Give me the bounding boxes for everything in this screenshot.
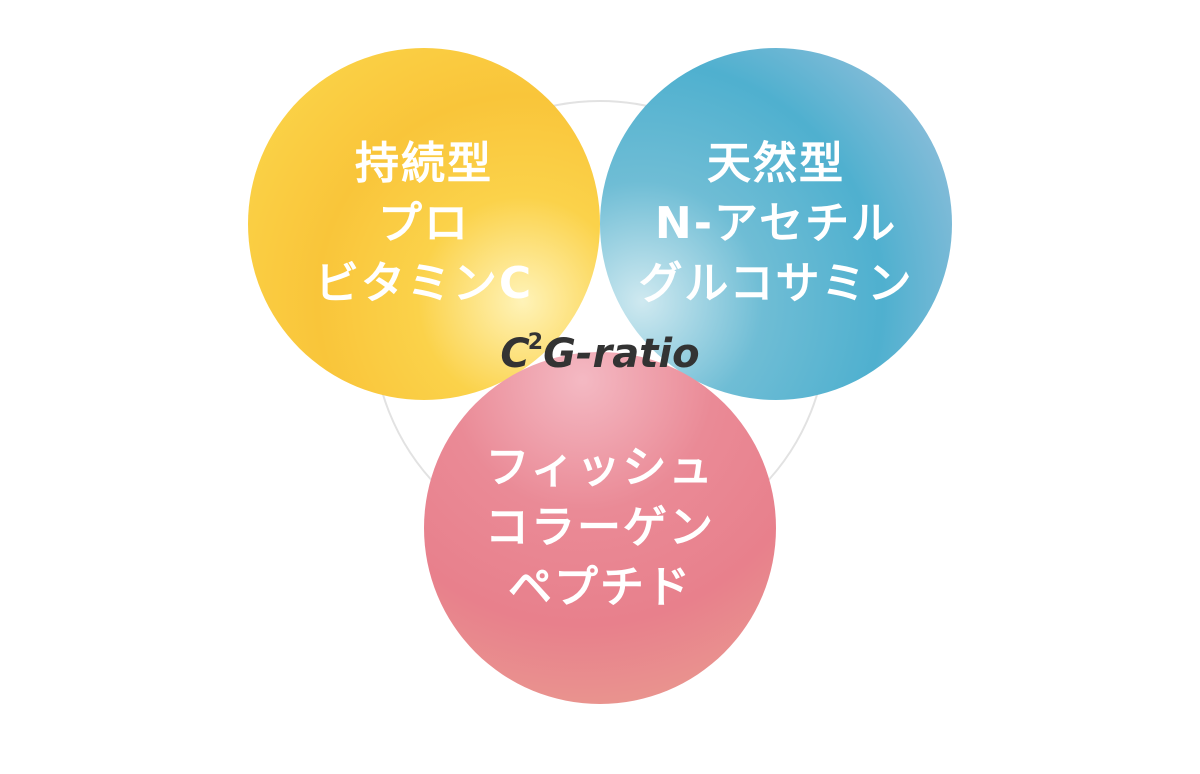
- center-label: C2G-ratio: [0, 330, 1200, 377]
- circle-label-line: プロ: [378, 198, 470, 249]
- circle-label-line: ペプチド: [508, 562, 692, 613]
- circle-vitamin-c: 持続型 プロ ビタミンC: [248, 48, 600, 400]
- center-label-superscript: 2: [527, 330, 544, 355]
- circle-glucosamine: 天然型 N-アセチル グルコサミン: [600, 48, 952, 400]
- circle-collagen: フィッシュ コラーゲン ペプチド: [424, 352, 776, 704]
- circle-label-line: 持続型: [355, 138, 493, 189]
- circle-label-line: ビタミンC: [314, 258, 534, 309]
- circle-label-line: N-アセチル: [654, 198, 898, 249]
- center-label-rest: G-ratio: [543, 331, 700, 377]
- center-label-base: C: [500, 331, 530, 377]
- circle-label-line: フィッシュ: [485, 442, 715, 493]
- circle-label-line: 天然型: [707, 138, 845, 189]
- circle-label-line: コラーゲン: [485, 502, 715, 553]
- circle-label-line: グルコサミン: [638, 258, 914, 309]
